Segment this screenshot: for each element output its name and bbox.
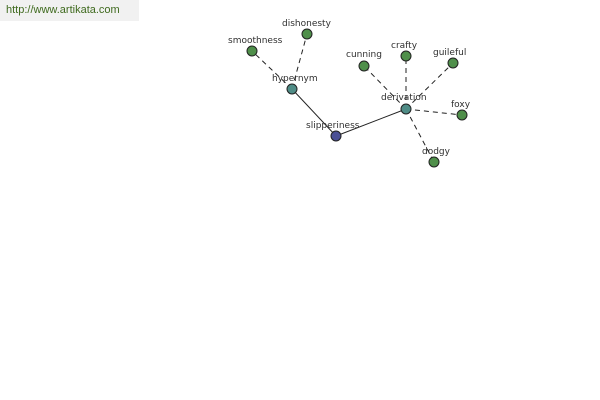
edge-derivation-to-dodgy xyxy=(405,108,435,163)
label-crafty: crafty xyxy=(391,41,418,51)
graph-labels: slipperiness hypernym derivation smoothness… xyxy=(228,19,471,157)
node-derivation[interactable] xyxy=(400,103,412,115)
node-foxy[interactable] xyxy=(456,109,468,121)
label-guileful: guileful xyxy=(433,48,466,58)
node-dodgy[interactable] xyxy=(428,156,440,168)
edge-derivation-to-foxy xyxy=(405,108,463,116)
node-hypernym[interactable] xyxy=(286,83,298,95)
node-guileful[interactable] xyxy=(447,57,459,69)
node-cunning[interactable] xyxy=(358,60,370,72)
graph-nodes xyxy=(246,28,468,168)
label-hypernym: hypernym xyxy=(272,74,318,84)
node-dishonesty[interactable] xyxy=(301,28,313,40)
graph-edges xyxy=(251,33,463,163)
edge-slipperiness-to-hypernym xyxy=(291,88,337,137)
label-dodgy: dodgy xyxy=(422,147,451,157)
node-crafty[interactable] xyxy=(400,50,412,62)
label-foxy: foxy xyxy=(451,100,471,110)
label-slipperiness: slipperiness xyxy=(306,121,360,131)
node-slipperiness[interactable] xyxy=(330,130,342,142)
edge-hypernym-to-dishonesty xyxy=(291,33,308,90)
node-smoothness[interactable] xyxy=(246,45,258,57)
label-derivation: derivation xyxy=(381,93,427,103)
label-smoothness: smoothness xyxy=(228,36,283,46)
edge-derivation-to-cunning xyxy=(363,65,407,110)
edge-hypernym-to-smoothness xyxy=(251,50,293,90)
label-cunning: cunning xyxy=(346,50,382,60)
site-url[interactable]: http://www.artikata.com xyxy=(0,0,139,21)
label-dishonesty: dishonesty xyxy=(282,19,332,29)
edge-derivation-to-guileful xyxy=(405,62,454,110)
edge-slipperiness-to-derivation xyxy=(335,108,407,137)
